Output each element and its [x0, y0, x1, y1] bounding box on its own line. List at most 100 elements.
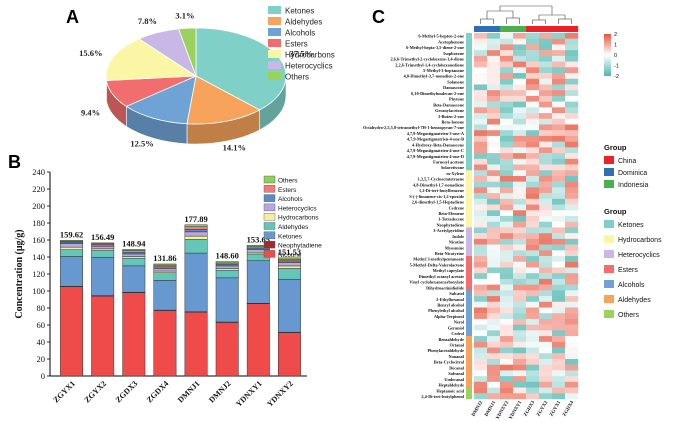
heatmap-cell — [487, 181, 501, 188]
column-group-bar — [500, 26, 514, 32]
heatmap-cell — [526, 84, 540, 91]
row-group-bar — [466, 250, 472, 257]
heatmap-cell — [500, 313, 514, 320]
row-group-bar — [466, 233, 472, 240]
heatmap-cell — [474, 107, 488, 114]
bar-total-label: 153.65 — [247, 234, 270, 244]
heatmap-cell — [500, 324, 514, 331]
row-group-bar — [466, 290, 472, 297]
row-group-bar — [466, 307, 472, 314]
heatmap-row-label: Nerol — [454, 320, 465, 325]
bar-segment-nicotine — [60, 286, 84, 377]
heatmap-cell — [500, 376, 514, 383]
heatmap-cell — [526, 250, 540, 257]
heatmap-cell — [565, 158, 579, 165]
row-group-bar — [466, 113, 472, 119]
compound-group-swatch-esters — [604, 265, 614, 273]
heatmap-row-label: 4,7,9-Megastigmatrien-4-one-B — [407, 137, 464, 142]
heatmap-cell — [487, 267, 501, 274]
heatmap-cell — [513, 358, 527, 365]
heatmap-cell — [526, 50, 540, 57]
heatmap-row-label: Beta-Ionone — [442, 119, 465, 124]
bar-segment-nicotine — [215, 322, 239, 377]
heatmap-cell — [539, 313, 553, 320]
y-tick-label: 220 — [32, 184, 45, 194]
y-tick-label: 80 — [37, 303, 46, 313]
heatmap-cell — [474, 290, 488, 297]
bar-segment-nicotine — [153, 310, 177, 377]
heatmap-cell — [526, 393, 540, 400]
bar-segment-hydrocarbons — [60, 246, 84, 250]
heatmap-cell — [500, 204, 514, 211]
heatmap-cell — [500, 233, 514, 240]
row-group-bar — [466, 216, 472, 222]
heatmap-cell — [513, 296, 527, 302]
heatmap-cell — [565, 273, 579, 280]
row-group-bar — [466, 44, 472, 51]
bar-total-label: 151.53 — [278, 247, 301, 257]
heatmap-cell — [487, 296, 501, 302]
heatmap-cell — [500, 307, 514, 314]
row-group-bar — [466, 221, 472, 228]
heatmap-cell — [552, 238, 566, 245]
heatmap-cell — [513, 227, 527, 234]
column-group-bar — [513, 26, 527, 32]
heatmap-cell — [565, 50, 579, 57]
bar-legend-label-ketones: Ketones — [278, 233, 303, 240]
x-tick-label: ZGDX4 — [145, 379, 171, 405]
heatmap-cell — [474, 61, 488, 68]
bar-segment-esters — [277, 258, 301, 262]
pie-legend: KetonesAldehydesAlcoholsEstersHydrocarbo… — [268, 6, 335, 82]
heatmap-cell — [474, 95, 488, 102]
row-group-bar — [466, 370, 472, 377]
heatmap-cell — [487, 158, 501, 165]
heatmap-cell — [539, 370, 553, 377]
heatmap-row-label: Myosmine — [445, 245, 464, 250]
heatmap-cell — [474, 381, 488, 388]
heatmap-cell — [565, 284, 579, 291]
heatmap-cell — [552, 370, 566, 377]
row-group-bar — [466, 193, 472, 200]
heatmap-cell — [513, 233, 527, 240]
heatmap-row-label: 1,3,5,7-Cyclooctatetraene — [418, 177, 465, 182]
sample-group-legend-title: Group — [604, 143, 627, 152]
y-tick-label: 0 — [41, 371, 45, 381]
compound-group-swatch-others — [604, 310, 614, 318]
heatmap-cell — [513, 118, 527, 125]
heatmap-cell — [526, 38, 540, 45]
heatmap-cell — [500, 55, 514, 62]
heatmap-cell — [500, 84, 514, 91]
bar-segment-hydrocarbons — [91, 248, 115, 251]
heatmap-cell — [500, 193, 514, 200]
row-group-bar — [466, 210, 472, 217]
y-tick-label: 100 — [32, 286, 45, 296]
compound-group-label: Hydrocarbons — [618, 237, 662, 244]
heatmap-column-label: ZGDX3 — [523, 400, 536, 418]
heatmap-cell — [474, 221, 488, 228]
x-tick-label: ZGYX2 — [83, 379, 109, 405]
heatmap-cell — [474, 370, 488, 377]
bar-legend-swatch-heterocyclics — [263, 203, 276, 212]
heatmap-row-label: Nicotine — [449, 240, 464, 245]
heatmap-cell — [539, 90, 553, 97]
heatmap-row-label: Heptanoic acid — [436, 388, 464, 393]
heatmap-cell — [500, 90, 514, 97]
y-tick-label: 140 — [32, 252, 45, 262]
heatmap-cell — [513, 267, 527, 274]
heatmap-row-label: 3-Buten-2-one — [438, 114, 464, 119]
heatmap-cell — [565, 124, 579, 131]
y-tick-label: 20 — [37, 354, 46, 364]
heatmap-cell — [539, 307, 553, 314]
heatmap-cell — [552, 204, 566, 211]
heatmap-row-label: Phenylethyl alcohol — [428, 308, 465, 313]
bar-legend-swatch-nicotine — [263, 250, 276, 258]
legend-label-ketones: Ketones — [285, 7, 314, 16]
heatmap-cell — [539, 381, 553, 388]
heatmap-cell — [474, 44, 488, 51]
row-group-bar — [466, 267, 472, 274]
row-group-bar — [466, 358, 472, 365]
heatmap-cell — [552, 141, 566, 148]
bar-segment-heterocyclics — [60, 243, 84, 248]
heatmap-cell — [474, 38, 488, 45]
row-group-bar — [466, 95, 472, 102]
